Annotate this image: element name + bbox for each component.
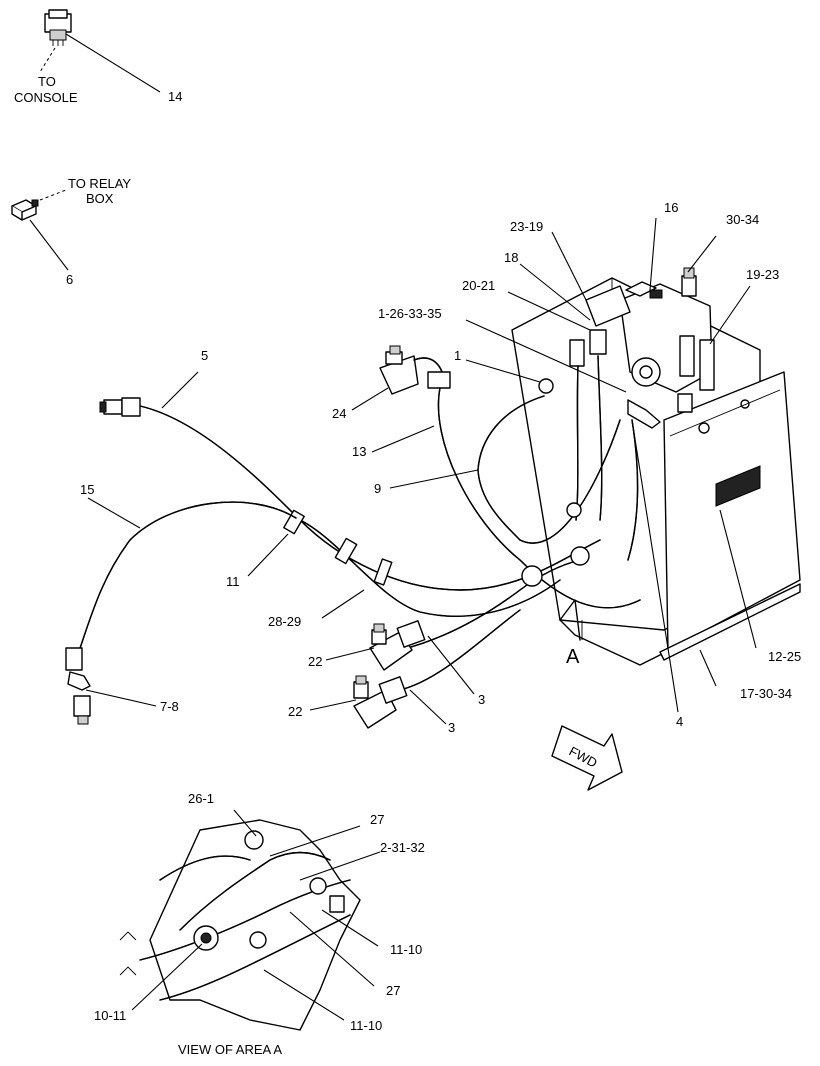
view-callout-27-lower: 27 — [386, 983, 400, 998]
callout-20-21: 20-21 — [462, 278, 495, 293]
leader-lines — [85, 217, 757, 1021]
callout-1-26-33-35: 1-26-33-35 — [378, 306, 442, 321]
callout-22-upper: 22 — [308, 654, 322, 669]
callout-area-a: A — [566, 646, 580, 668]
callout-1: 1 — [454, 348, 461, 363]
part-13-hose — [437, 387, 641, 609]
part-22-elbow-lower — [353, 675, 408, 729]
callout-14: 14 — [168, 89, 182, 104]
console-dashed-link — [39, 47, 56, 73]
callout-3-upper: 3 — [478, 692, 485, 707]
hose-bundle — [139, 405, 601, 691]
callout-15: 15 — [80, 482, 94, 497]
callout-3-lower: 3 — [448, 720, 455, 735]
callout-7-8: 7-8 — [160, 699, 179, 714]
callout-5: 5 — [201, 348, 208, 363]
callout-11: 11 — [226, 574, 240, 589]
callout-22-lower: 22 — [288, 704, 302, 719]
part-24-elbow — [379, 345, 451, 395]
callout-17-30-34: 17-30-34 — [740, 686, 792, 701]
view-caption: VIEW OF AREA A — [178, 1042, 282, 1057]
part-15-hose — [75, 501, 297, 661]
relay-dashed-link — [39, 189, 67, 201]
view-callout-2-31-32: 2-31-32 — [380, 840, 425, 855]
callout-12-25: 12-25 — [768, 649, 801, 664]
part-7-8-fitting — [65, 647, 91, 725]
note-to-console-1: TO — [38, 74, 56, 89]
view-callout-26-1: 26-1 — [188, 791, 214, 806]
callout-4: 4 — [676, 714, 683, 729]
view-callout-27-upper: 27 — [370, 812, 384, 827]
part-14-switch — [44, 9, 72, 46]
callout-19-23: 19-23 — [746, 267, 779, 282]
view-callout-10-11: 10-11 — [94, 1008, 126, 1023]
view-callout-11-10-lower: 11-10 — [350, 1018, 382, 1033]
callout-23-19: 23-19 — [510, 219, 543, 234]
leader-6 — [29, 219, 69, 271]
cover-plate — [659, 371, 801, 661]
note-to-console-2: CONSOLE — [14, 90, 78, 105]
callout-9: 9 — [374, 481, 381, 496]
callout-28-29: 28-29 — [268, 614, 301, 629]
callout-18: 18 — [504, 250, 518, 265]
note-to-relay-1: TO RELAY — [68, 176, 131, 191]
leader-14 — [65, 33, 161, 93]
callout-24: 24 — [332, 406, 346, 421]
view-callout-11-10-upper: 11-10 — [390, 942, 422, 957]
note-to-relay-2: BOX — [86, 191, 114, 206]
callout-13: 13 — [352, 444, 366, 459]
part-22-elbow-upper — [369, 620, 426, 671]
part-5-end — [99, 397, 141, 417]
callout-6: 6 — [66, 272, 73, 287]
callout-16: 16 — [664, 200, 678, 215]
view-area-a — [119, 819, 361, 1031]
callout-30-34: 30-34 — [726, 212, 759, 227]
part-6-connector — [11, 199, 39, 221]
valve-assembly — [569, 267, 715, 429]
fwd-arrow — [551, 725, 623, 791]
